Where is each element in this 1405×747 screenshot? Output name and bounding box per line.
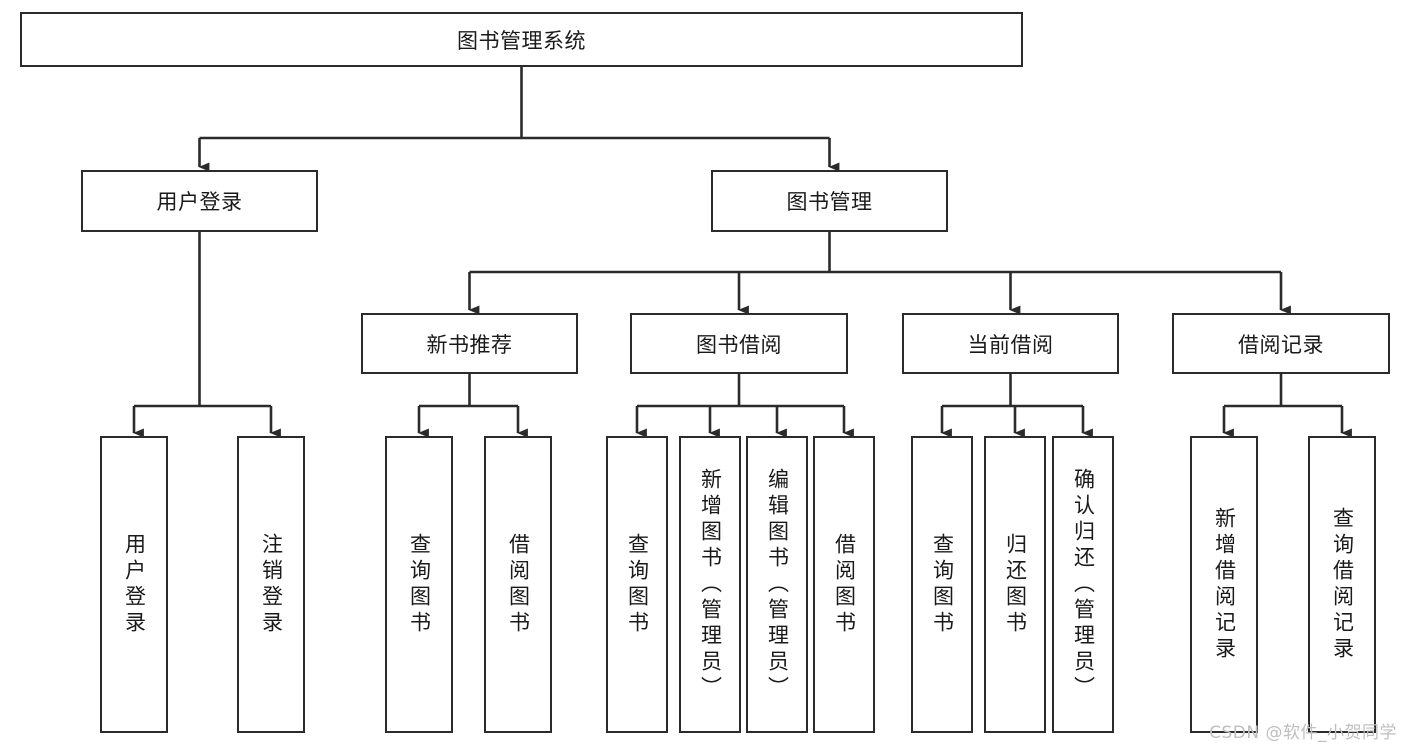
node-leaf-2[interactable]: 查询图书 [385, 436, 453, 733]
node-root-0[interactable]: 图书管理系统 [20, 12, 1023, 67]
node-level2-0[interactable]: 用户登录 [81, 170, 318, 232]
node-label: 借阅图书 [832, 532, 857, 637]
node-label: 确认归还（管理员） [1071, 467, 1096, 702]
node-label: 查询图书 [407, 532, 432, 637]
node-leaf-6[interactable]: 编辑图书（管理员） [746, 436, 808, 733]
node-label: 查询借阅记录 [1330, 506, 1355, 663]
node-level3-2[interactable]: 当前借阅 [902, 313, 1119, 374]
node-leaf-4[interactable]: 查询图书 [606, 436, 668, 733]
node-label: 编辑图书（管理员） [765, 467, 790, 702]
node-level3-0[interactable]: 新书推荐 [361, 313, 578, 374]
node-leaf-1[interactable]: 注销登录 [237, 436, 305, 733]
node-label: 用户登录 [156, 190, 243, 214]
node-label: 借阅图书 [506, 532, 531, 637]
node-label: 借阅记录 [1238, 332, 1324, 357]
node-leaf-10[interactable]: 确认归还（管理员） [1052, 436, 1114, 733]
node-leaf-9[interactable]: 归还图书 [984, 436, 1046, 733]
node-label: 注销登录 [259, 532, 284, 637]
node-level3-3[interactable]: 借阅记录 [1172, 313, 1390, 374]
node-leaf-12[interactable]: 查询借阅记录 [1308, 436, 1376, 733]
node-label: 用户登录 [122, 532, 147, 637]
node-label: 查询图书 [930, 532, 955, 637]
node-label: 图书借阅 [696, 332, 782, 357]
node-label: 当前借阅 [967, 332, 1054, 357]
node-leaf-8[interactable]: 查询图书 [911, 436, 973, 733]
node-leaf-3[interactable]: 借阅图书 [484, 436, 552, 733]
node-label: 图书管理系统 [457, 28, 586, 53]
node-label: 新增图书（管理员） [698, 467, 723, 702]
node-level3-1[interactable]: 图书借阅 [630, 313, 848, 374]
node-leaf-0[interactable]: 用户登录 [100, 436, 168, 733]
node-label: 新增借阅记录 [1212, 506, 1237, 663]
node-label: 图书管理 [786, 190, 873, 214]
node-label: 查询图书 [625, 532, 650, 637]
node-leaf-7[interactable]: 借阅图书 [813, 436, 875, 733]
node-leaf-5[interactable]: 新增图书（管理员） [679, 436, 741, 733]
watermark-label: CSDN @软件_小贺同学 [1209, 723, 1397, 743]
node-leaf-11[interactable]: 新增借阅记录 [1190, 436, 1258, 733]
node-level2-1[interactable]: 图书管理 [711, 170, 948, 232]
node-label: 新书推荐 [426, 332, 513, 357]
node-label: 归还图书 [1003, 532, 1028, 637]
